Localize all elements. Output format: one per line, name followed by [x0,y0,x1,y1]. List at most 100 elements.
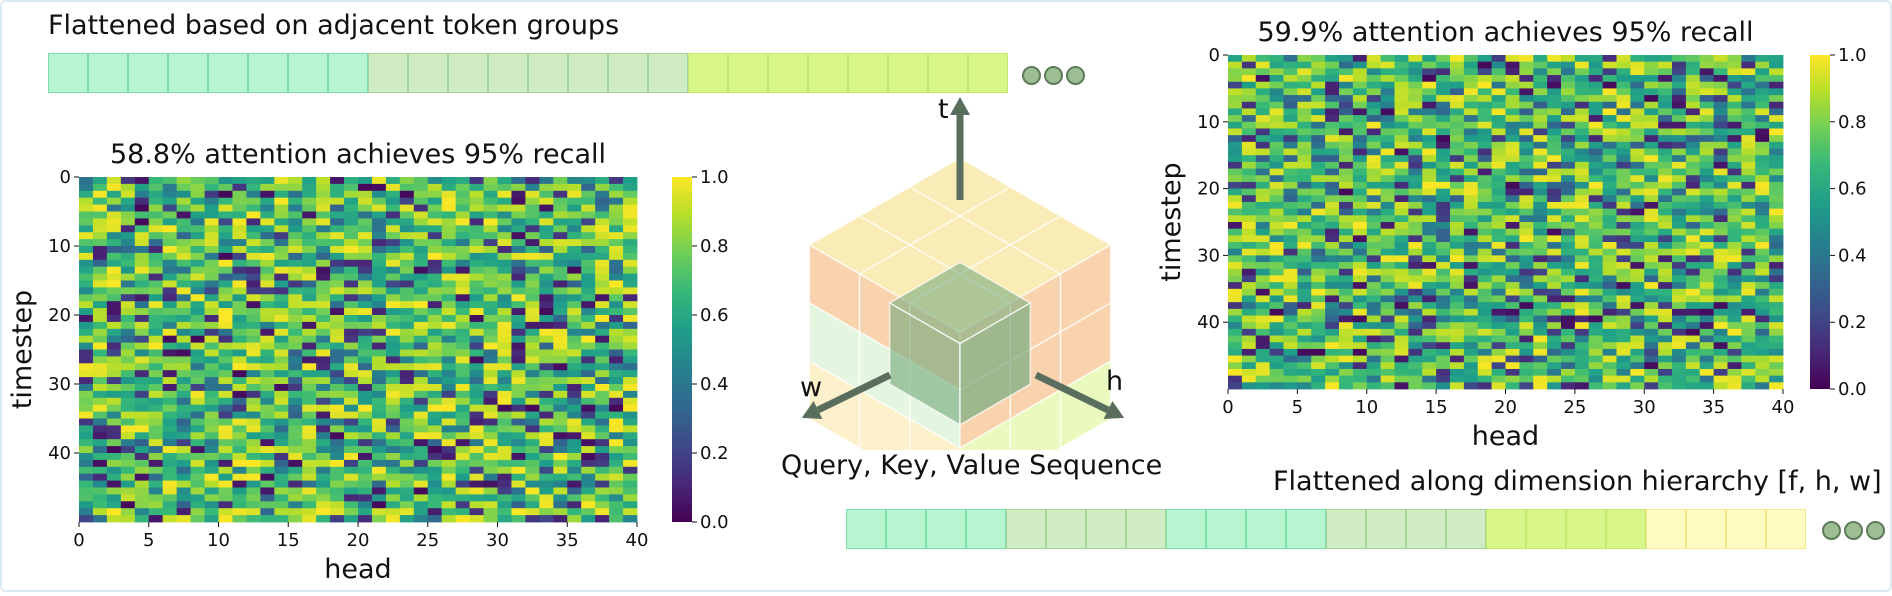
heatmap-cell [162,342,178,350]
heatmap-cell [1422,195,1437,203]
heatmap-cell [260,177,275,185]
heatmap-cell [1297,101,1312,109]
heatmap-cell [469,356,484,364]
heatmap-cell [1699,208,1715,216]
heatmap-cell [1574,368,1590,377]
heatmap-cell [1533,362,1548,370]
heatmap-cell [316,328,331,337]
heatmap-cell [302,384,317,392]
heatmap-cell [1588,188,1604,196]
heatmap-cell [1463,355,1479,363]
heatmap-cell [1394,201,1409,210]
heatmap-cell [1699,322,1715,330]
heatmap-cell [1491,248,1506,256]
x-tick-label: 25 [1563,397,1586,418]
heatmap-cell [1616,375,1631,383]
heatmap-cell [427,370,443,378]
heatmap-cell [190,411,205,419]
heatmap-cell [595,390,610,399]
heatmap-cell [1366,295,1382,303]
heatmap-cell [106,273,122,281]
heatmap-cell [567,321,582,330]
heatmap-cell [246,197,261,205]
heatmap-cell [1436,348,1451,356]
heatmap-cell [1741,88,1756,96]
heatmap-cell [1547,375,1562,383]
heatmap-cell [1685,275,1701,283]
heatmap-cell [1713,268,1728,276]
heatmap-cell [1422,262,1437,270]
heatmap-cell [539,177,554,185]
heatmap-cell [1574,335,1590,343]
heatmap-cell [302,190,317,199]
heatmap-cell [469,370,484,378]
heatmap-cell [358,246,373,254]
heatmap-cell [595,328,610,337]
heatmap-cell [1505,135,1520,143]
heatmap-cell [385,425,401,433]
heatmap-cell [1463,168,1479,176]
heatmap-cell [1241,322,1257,330]
heatmap-cell [1644,88,1659,96]
heatmap-cell [1339,375,1354,383]
heatmap-cell [316,204,331,212]
heatmap-cell [218,446,233,454]
heatmap-cell [1602,328,1617,336]
heatmap-cell [1394,288,1409,296]
heatmap-cell [1727,115,1742,123]
heatmap-cell [92,370,108,378]
heatmap-cell [1727,201,1742,210]
heatmap-cell [1380,375,1395,383]
heatmap-cell [1755,141,1770,149]
heatmap-cell [371,370,387,378]
heatmap-cell [1755,55,1770,63]
token-cell [1206,509,1246,549]
heatmap-cell [1436,168,1451,176]
heatmap-cell [511,315,526,323]
heatmap-cell [246,377,261,385]
heatmap-cell [413,246,429,254]
heatmap-cell [455,197,470,205]
heatmap-cell [260,225,275,233]
heatmap-cell [385,508,401,516]
heatmap-cell [1408,275,1423,283]
heatmap-cell [525,356,540,364]
heatmap-cell [162,501,178,509]
heatmap-cell [553,404,568,412]
heatmap-cell [1228,175,1243,183]
heatmap-cell [162,363,178,371]
x-tick-label: 20 [347,530,370,551]
heatmap-cell [595,418,610,426]
heatmap-cell [1325,375,1340,383]
heatmap-cell [204,494,219,502]
heatmap-cell [483,494,498,502]
heatmap-cell [1685,382,1701,390]
heatmap-cell [1616,135,1631,143]
heatmap-cell [162,239,178,247]
heatmap-cell [79,508,94,516]
heatmap-cell [581,294,596,302]
heatmap-cell [1366,375,1382,383]
heatmap-cell [1685,155,1701,163]
heatmap-cell [106,246,122,254]
heatmap-cell [1561,108,1576,116]
heatmap-cell [1561,382,1576,390]
heatmap-cell [567,515,582,523]
heatmap-cell [1727,188,1742,196]
heatmap-cell [176,501,191,509]
heatmap-cell [1699,188,1715,196]
heatmap-cell [1269,235,1284,243]
heatmap-cell [455,446,470,454]
heatmap-cell [1255,208,1271,216]
heatmap-cell [567,480,582,488]
heatmap-cell [1699,121,1715,129]
heatmap-cell [595,466,610,475]
heatmap-cell [1394,302,1409,310]
heatmap-cell [358,197,373,205]
heatmap-cell [316,190,331,199]
heatmap-cell [567,411,582,419]
heatmap-cell [302,287,317,295]
heatmap-cell [1519,342,1534,350]
heatmap-cell [1602,308,1617,316]
heatmap-cell [1588,355,1604,363]
